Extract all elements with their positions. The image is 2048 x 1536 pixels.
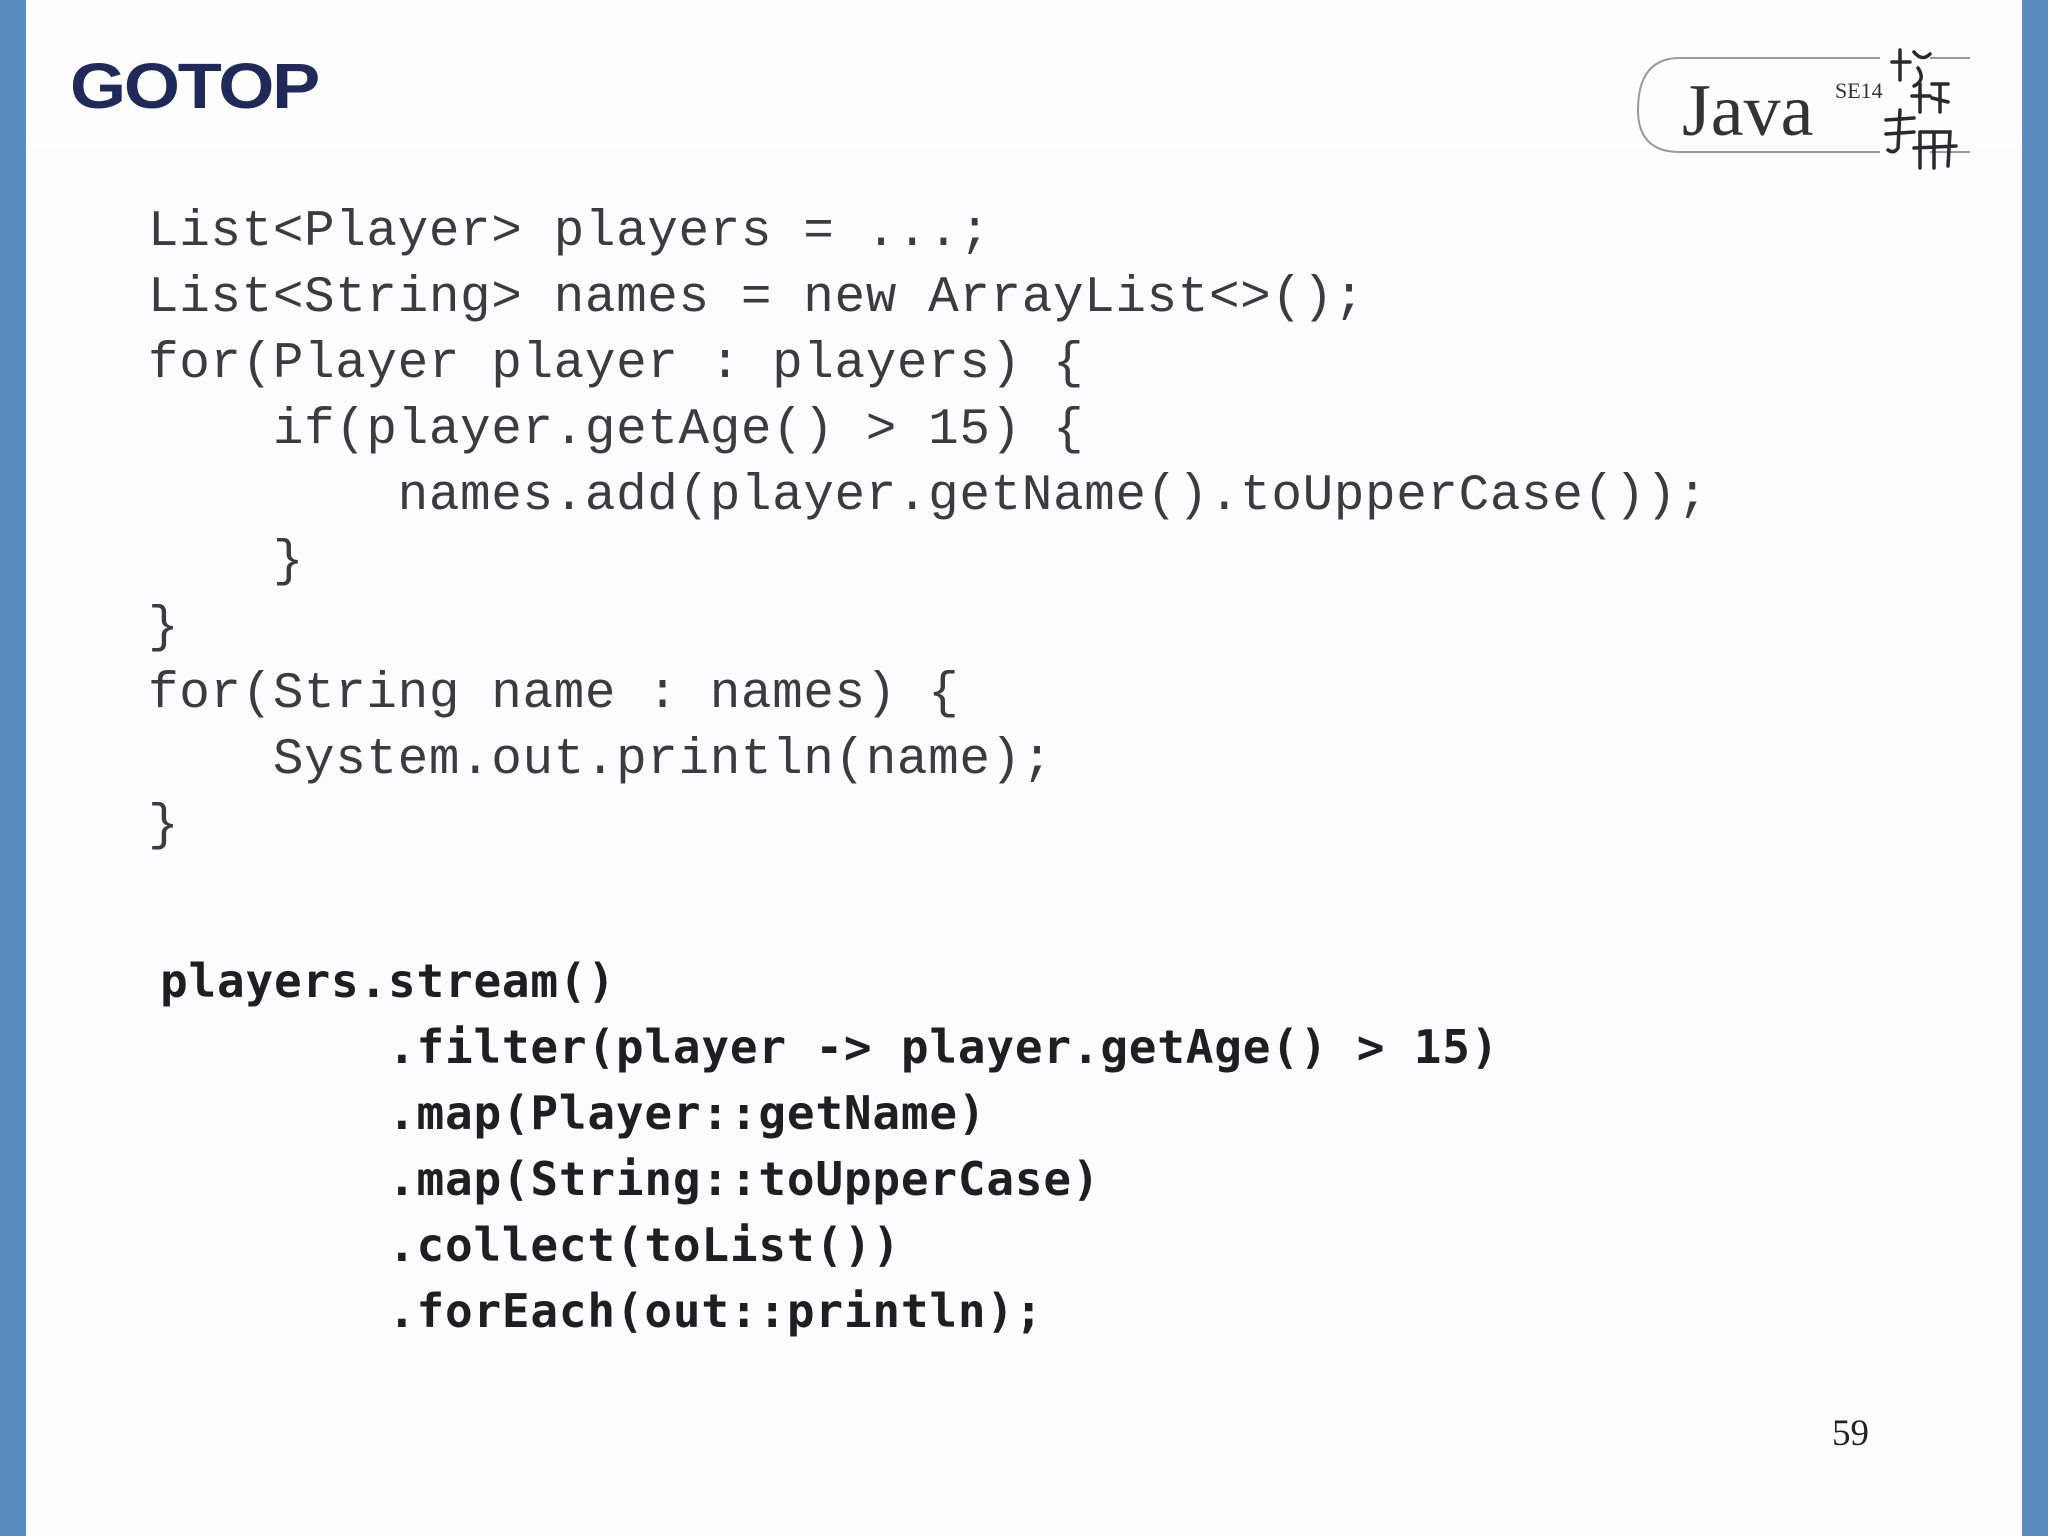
code-line: } xyxy=(148,534,305,591)
code-line: for(String name : names) { xyxy=(148,666,960,723)
imperative-loop-code: List<Player> players = ...; List<String> … xyxy=(148,200,1708,860)
code-line: } xyxy=(148,798,180,855)
code-line: List<String> names = new ArrayList<>(); xyxy=(148,270,1365,327)
code-line: .map(String::toUpperCase) xyxy=(160,1152,1101,1206)
code-line: if(player.getAge() > 15) { xyxy=(148,402,1085,459)
code-line: names.add(player.getName().toUpperCase()… xyxy=(148,468,1709,525)
code-line: System.out.println(name); xyxy=(148,732,1053,789)
java-logo-edition: SE14 xyxy=(1835,78,1883,103)
page-number: 59 xyxy=(1832,1413,1869,1454)
stream-api-code: players.stream() .filter(player -> playe… xyxy=(160,948,1499,1344)
right-accent-bar xyxy=(2022,0,2048,1536)
code-line: for(Player player : players) { xyxy=(148,336,1085,393)
slide-content-area xyxy=(26,150,2022,1536)
code-line: .forEach(out::println); xyxy=(160,1284,1044,1338)
code-line: .filter(player -> player.getAge() > 15) xyxy=(160,1020,1500,1074)
java-book-logo: Java SE14 xyxy=(1636,48,1970,170)
code-line: .collect(toList()) xyxy=(160,1218,901,1272)
book-subtitle-calligraphy-icon xyxy=(1884,48,1958,170)
code-line: } xyxy=(148,600,180,657)
left-accent-bar xyxy=(0,0,26,1536)
java-logo-title: Java xyxy=(1682,70,1814,152)
gotop-logo-text: GOTOP xyxy=(70,50,318,120)
code-line: .map(Player::getName) xyxy=(160,1086,987,1140)
code-line: players.stream() xyxy=(160,954,616,1008)
gotop-logo: GOTOP xyxy=(70,50,320,120)
code-line: List<Player> players = ...; xyxy=(148,204,991,261)
